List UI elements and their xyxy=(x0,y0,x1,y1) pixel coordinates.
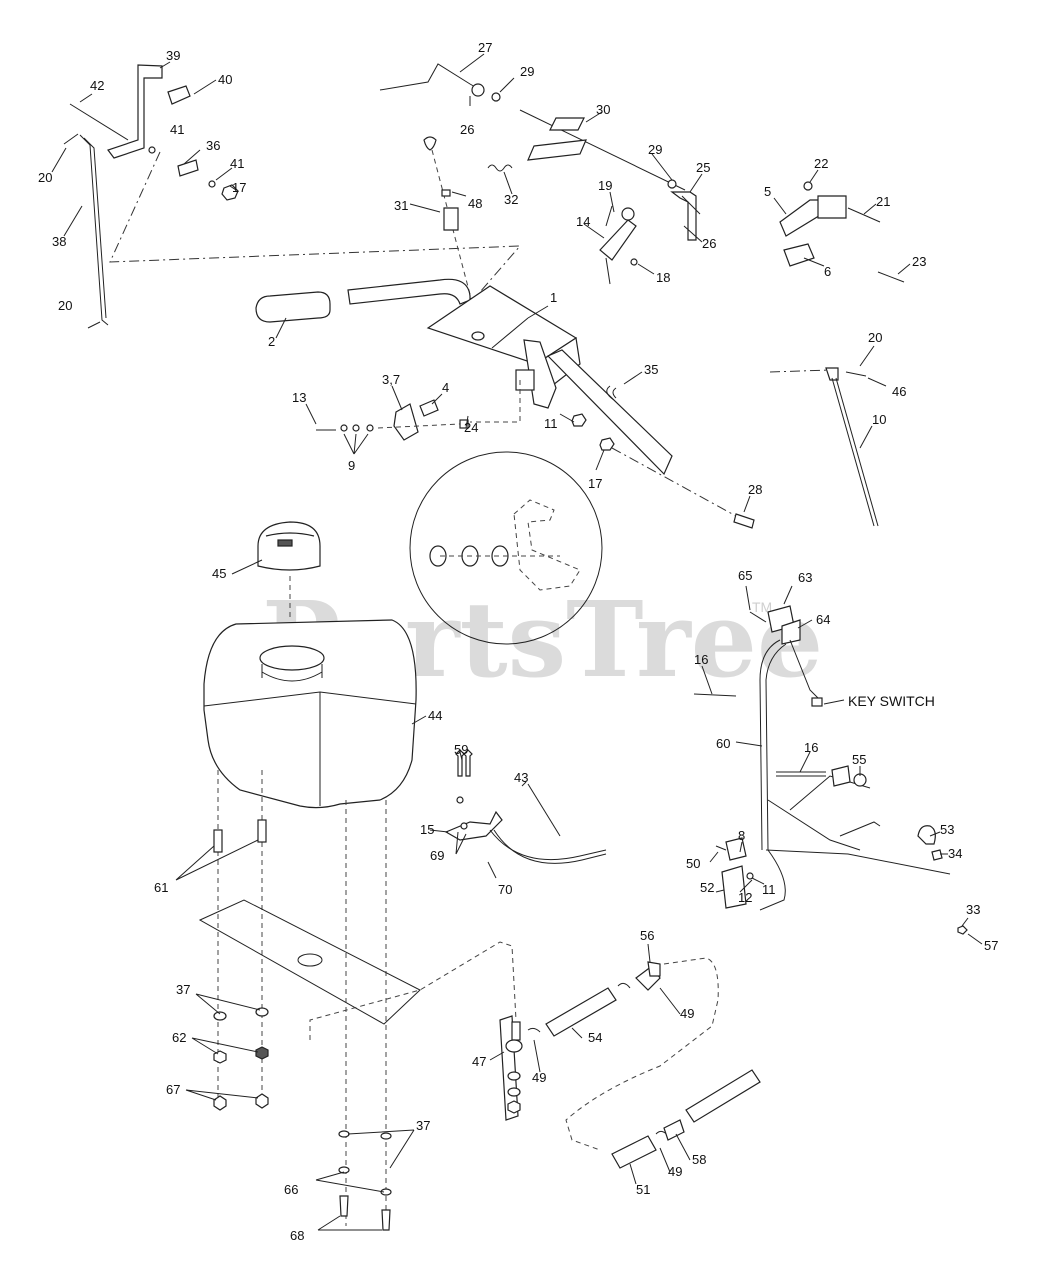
part-label: 51 xyxy=(636,1182,650,1197)
part-label: 50 xyxy=(686,856,700,871)
part-label: 53 xyxy=(940,822,954,837)
part-label: 1 xyxy=(550,290,557,305)
part-label: 40 xyxy=(218,72,232,87)
part-label: 34 xyxy=(948,846,962,861)
part-label: 26 xyxy=(702,236,716,251)
pivot-bracket xyxy=(316,399,469,441)
wiring-harness xyxy=(693,605,968,935)
part-label: 32 xyxy=(504,192,518,207)
part-label: 10 xyxy=(872,412,886,427)
part-label: 55 xyxy=(852,752,866,767)
part-label: 52 xyxy=(700,880,714,895)
part-label: 48 xyxy=(468,196,482,211)
brake-rod xyxy=(769,367,879,527)
part-label: 3,7 xyxy=(382,372,400,387)
part-label: 67 xyxy=(166,1082,180,1097)
part-label: 20 xyxy=(38,170,52,185)
part-label: 39 xyxy=(166,48,180,63)
part-label: 30 xyxy=(596,102,610,117)
part-label: 29 xyxy=(520,64,534,79)
part-label: 11 xyxy=(762,882,776,897)
part-label: 66 xyxy=(284,1182,298,1197)
part-label: 33 xyxy=(966,902,980,917)
part-label: 14 xyxy=(576,214,590,229)
part-label: 17 xyxy=(232,180,246,195)
part-label: 16 xyxy=(804,740,818,755)
part-label: 46 xyxy=(892,384,906,399)
part-label: 6 xyxy=(824,264,831,279)
part-label: 37 xyxy=(416,1118,430,1133)
part-label: 5 xyxy=(764,184,771,199)
part-label: 41 xyxy=(170,122,184,137)
throttle-control xyxy=(599,205,638,285)
part-label: 65 xyxy=(738,568,752,583)
part-label: 49 xyxy=(668,1164,682,1179)
part-label: 28 xyxy=(748,482,762,497)
part-label: 20 xyxy=(58,298,72,313)
part-label: 18 xyxy=(656,270,670,285)
part-label: 37 xyxy=(176,982,190,997)
part-label: 25 xyxy=(696,160,710,175)
part-label: 49 xyxy=(532,1070,546,1085)
part-label: 26 xyxy=(460,122,474,137)
part-label: 36 xyxy=(206,138,220,153)
part-label: 20 xyxy=(868,330,882,345)
part-label: 38 xyxy=(52,234,66,249)
part-label: 29 xyxy=(648,142,662,157)
part-label: 70 xyxy=(498,882,512,897)
part-label: 49 xyxy=(680,1006,694,1021)
part-label: 58 xyxy=(692,1152,706,1167)
detail-inset xyxy=(409,451,603,645)
part-label: 27 xyxy=(478,40,492,55)
part-label: 69 xyxy=(430,848,444,863)
part-label: 24 xyxy=(464,420,478,435)
part-label: 54 xyxy=(588,1030,602,1045)
part-label: 8 xyxy=(738,828,745,843)
part-label: 61 xyxy=(154,880,168,895)
part-label: 4 xyxy=(442,380,449,395)
part-label: 11 xyxy=(544,416,558,431)
part-label: 2 xyxy=(268,334,275,349)
fuel-filter xyxy=(499,957,761,1169)
part-label: 43 xyxy=(514,770,528,785)
part-label: 47 xyxy=(472,1054,486,1069)
part-label: 31 xyxy=(394,198,408,213)
part-label: 35 xyxy=(644,362,658,377)
part-label: 60 xyxy=(716,736,730,751)
brake-handle xyxy=(779,181,905,283)
part-label: 68 xyxy=(290,1228,304,1243)
part-label: 41 xyxy=(230,156,244,171)
part-label: 42 xyxy=(90,78,104,93)
part-label: 62 xyxy=(172,1030,186,1045)
part-label: 63 xyxy=(798,570,812,585)
part-label: 13 xyxy=(292,390,306,405)
part-labels: 39 27 42 40 29 26 30 41 36 41 17 20 38 2… xyxy=(38,40,998,1243)
part-label: 23 xyxy=(912,254,926,269)
tank-mounting xyxy=(198,770,517,1231)
part-label: 12 xyxy=(738,890,752,905)
leader-lines xyxy=(51,53,983,1231)
part-label: 57 xyxy=(984,938,998,953)
handle-assembly xyxy=(255,278,755,529)
part-label: 17 xyxy=(588,476,602,491)
pedal-linkage xyxy=(63,64,522,329)
key-switch-callout: KEY SWITCH xyxy=(848,693,935,709)
part-label: 64 xyxy=(816,612,830,627)
part-label: 16 xyxy=(694,652,708,667)
part-label: 15 xyxy=(420,822,434,837)
watermark-tm: TM xyxy=(752,599,772,615)
part-label: 21 xyxy=(876,194,890,209)
part-label: 45 xyxy=(212,566,226,581)
part-label: 59 xyxy=(454,742,468,757)
part-label: 9 xyxy=(348,458,355,473)
throttle-rod xyxy=(379,63,701,241)
fuel-line xyxy=(444,749,607,864)
part-label: 22 xyxy=(814,156,828,171)
part-label: 56 xyxy=(640,928,654,943)
fuel-tank xyxy=(203,521,417,809)
part-label: 19 xyxy=(598,178,612,193)
part-label: 44 xyxy=(428,708,442,723)
